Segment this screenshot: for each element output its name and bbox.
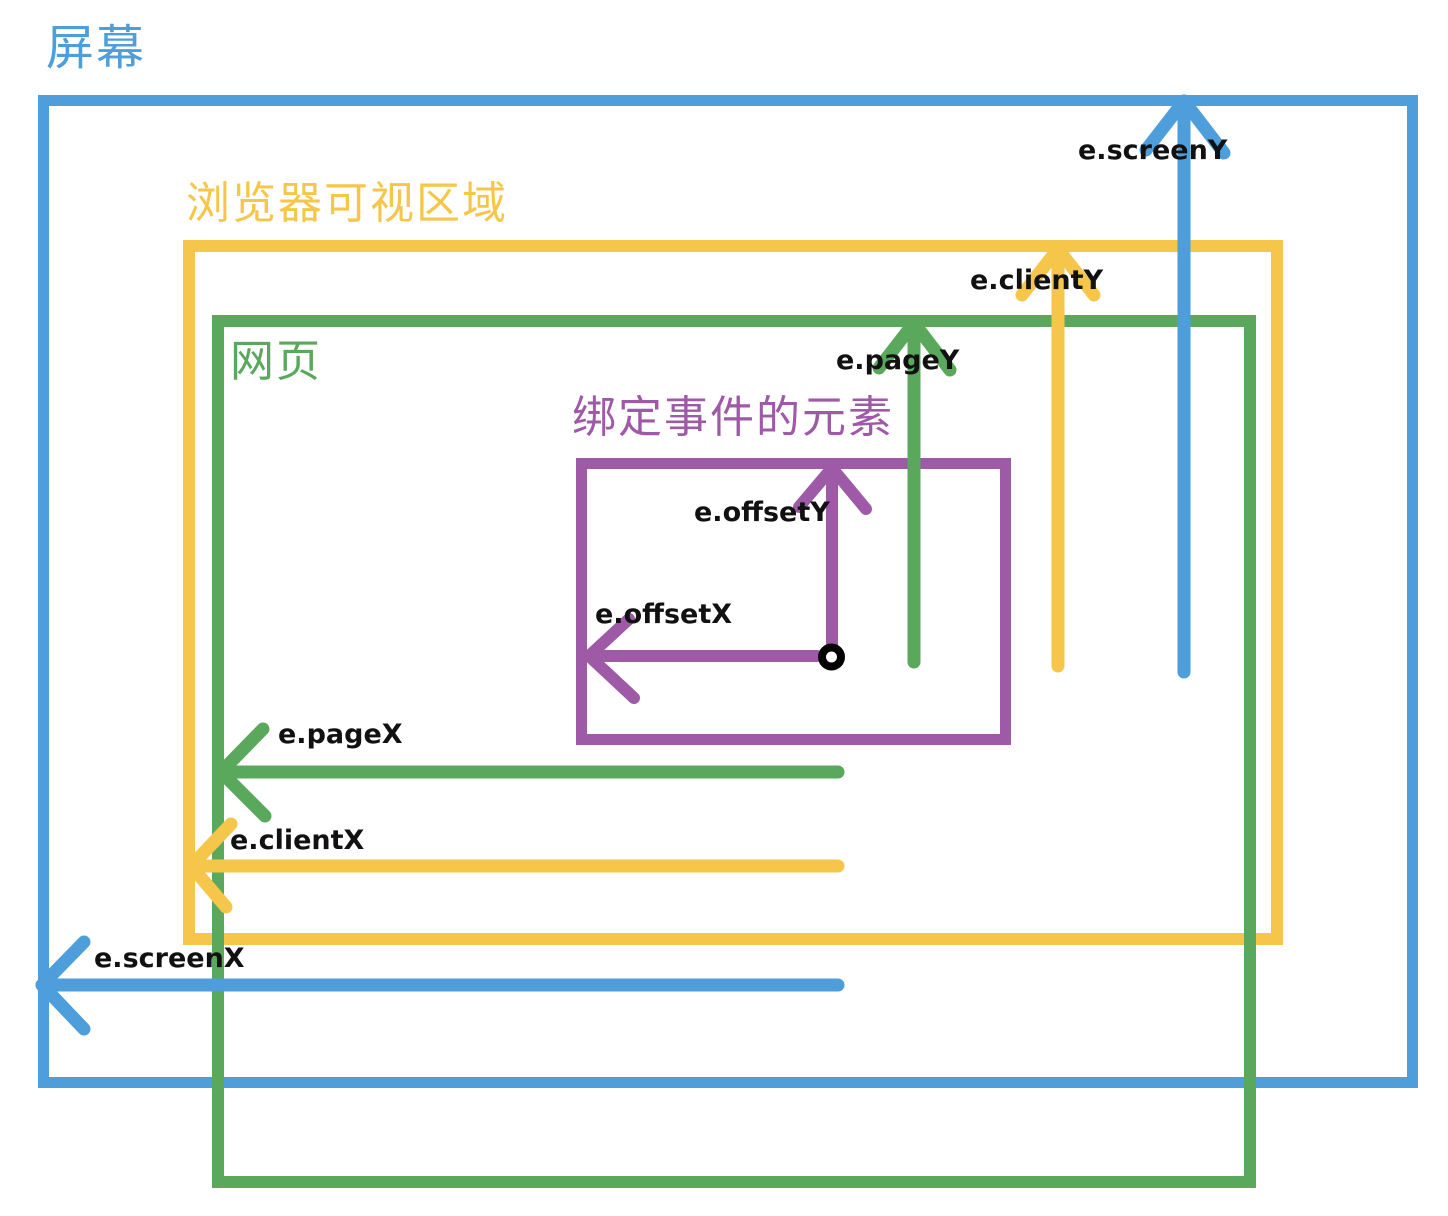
pagey-arrow-label: e.pageY xyxy=(836,345,960,376)
pagex-arrow-label: e.pageX xyxy=(278,719,403,750)
clientx-arrow-label: e.clientX xyxy=(230,825,365,856)
offsety-arrow-label: e.offsetY xyxy=(694,497,830,528)
clienty-arrow-label: e.clientY xyxy=(970,265,1104,296)
screenx-arrow-label: e.screenX xyxy=(94,943,245,974)
viewport-box-title: 浏览器可视区域 xyxy=(186,178,508,229)
element-box-title: 绑定事件的元素 xyxy=(572,392,894,443)
screen-box xyxy=(38,95,1418,1088)
offsetx-arrow-label: e.offsetX xyxy=(595,599,733,630)
page-box xyxy=(212,315,1256,1188)
screeny-arrow-label: e.screenY xyxy=(1078,135,1228,166)
viewport-box xyxy=(183,240,1283,945)
screen-box-title: 屏幕 xyxy=(46,20,147,76)
page-box-title: 网页 xyxy=(230,336,322,387)
